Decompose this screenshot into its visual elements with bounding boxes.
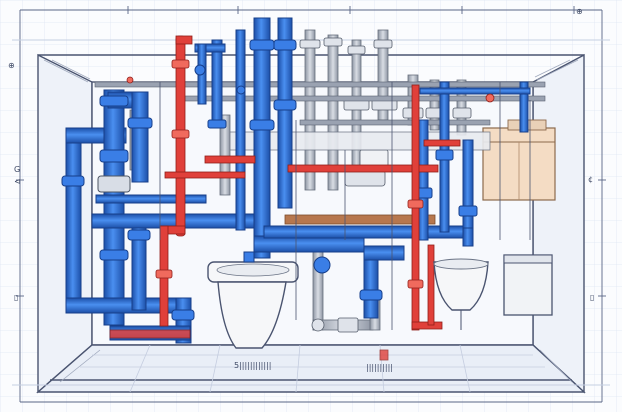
toilet-right bbox=[433, 258, 489, 330]
hot-water-fittings bbox=[126, 59, 495, 289]
svg-text:¢: ¢ bbox=[588, 175, 593, 184]
svg-text:⊕: ⊕ bbox=[8, 61, 15, 70]
margin-marks: G ⊲ ¢ ▯ ▯ ⊕ ⊕ bbox=[8, 7, 594, 302]
svg-text:▯: ▯ bbox=[590, 293, 594, 302]
floor-label-right: |||||||||| bbox=[366, 363, 393, 372]
svg-text:⊲: ⊲ bbox=[14, 177, 21, 186]
washbasin bbox=[503, 254, 553, 316]
wall-hatching bbox=[43, 59, 579, 383]
toilet-left bbox=[207, 251, 299, 349]
floor-label-left: 5|||||||||||| bbox=[234, 361, 271, 370]
dimension-ticks bbox=[16, 6, 606, 297]
floor-tiles bbox=[80, 344, 545, 393]
wall-cabinet bbox=[482, 119, 556, 201]
svg-text:G: G bbox=[14, 165, 20, 174]
svg-text:⊕: ⊕ bbox=[576, 7, 583, 16]
svg-text:▯: ▯ bbox=[14, 293, 18, 302]
hanger-rods bbox=[159, 82, 531, 330]
cold-water-fittings bbox=[61, 39, 478, 321]
